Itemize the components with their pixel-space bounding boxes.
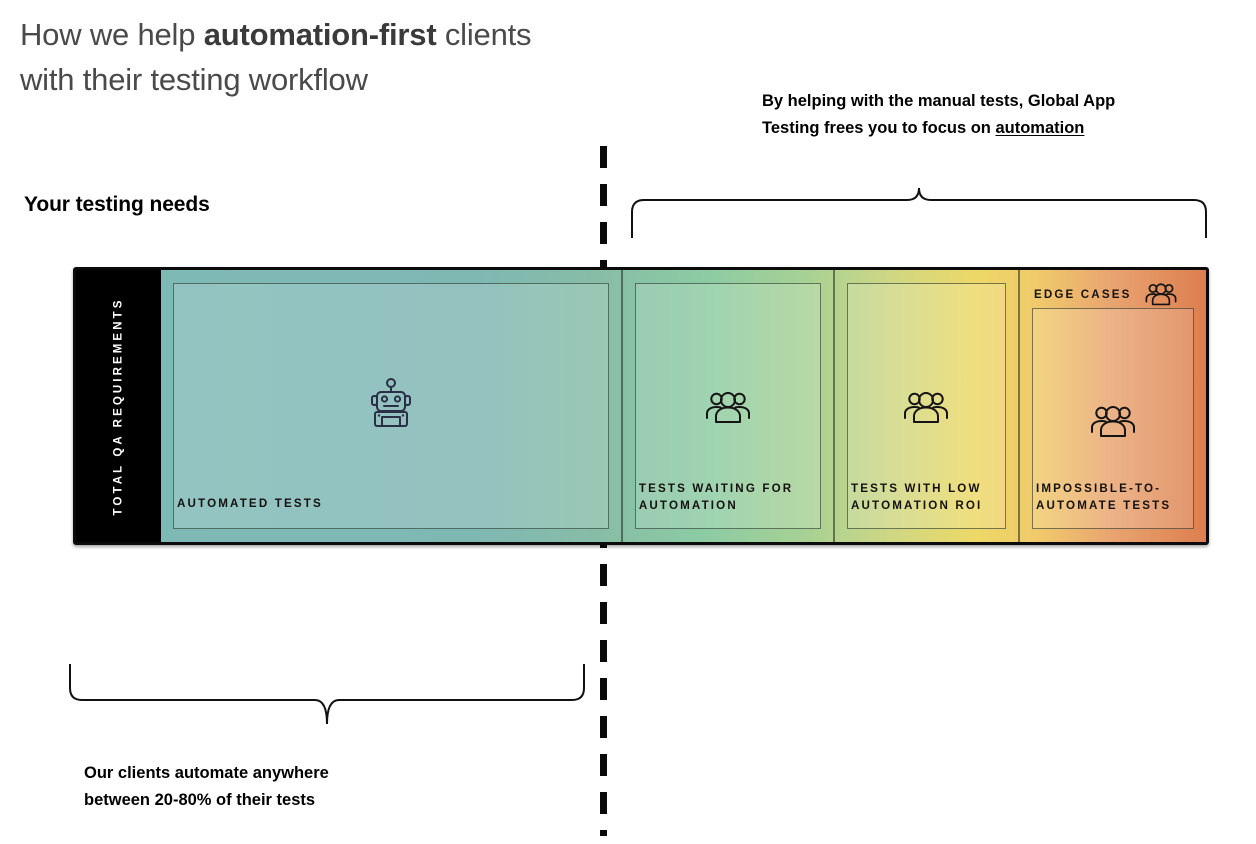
automation-link[interactable]: automation bbox=[995, 119, 1085, 137]
panel-label-tests-waiting: TESTS WAITING FOR AUTOMATION bbox=[638, 482, 794, 512]
title-line-1: How we help automation-first clients bbox=[20, 17, 532, 52]
your-testing-needs-heading: Your testing needs bbox=[24, 193, 210, 216]
edge-cases-label: EDGE CASES bbox=[1033, 287, 1132, 301]
panel-inner-frame bbox=[173, 283, 609, 529]
total-qa-requirements-column: TOTAL QA REQUIREMENTS bbox=[76, 270, 161, 542]
title-emphasis: automation-first bbox=[203, 17, 437, 52]
top-note-line-1: By helping with the manual tests, Global… bbox=[762, 92, 1116, 110]
panel-label-impossible: IMPOSSIBLE-TO- AUTOMATE TESTS bbox=[1035, 482, 1172, 512]
top-note-line-2-pre: Testing frees you to focus on bbox=[762, 119, 996, 137]
bottom-note-line-1: Our clients automate anywhere bbox=[84, 764, 329, 782]
panel-label-automated-tests: AUTOMATED TESTS bbox=[177, 497, 323, 510]
page-title: How we help automation-first clients wit… bbox=[20, 12, 720, 102]
edge-cases-header: EDGE CASES bbox=[1034, 282, 1194, 306]
panel-tests-waiting-for-automation[interactable]: TESTS WAITING FOR AUTOMATION bbox=[623, 270, 835, 542]
title-text-post: clients bbox=[436, 17, 532, 52]
title-text-pre: How we help bbox=[20, 17, 204, 52]
title-line-2: with their testing workflow bbox=[20, 62, 368, 97]
bottom-curly-brace bbox=[69, 664, 585, 725]
panel-impossible-to-automate-tests[interactable]: EDGE CASES bbox=[1020, 270, 1206, 542]
top-right-annotation: By helping with the manual tests, Global… bbox=[762, 88, 1242, 142]
bottom-note-line-2: between 20-80% of their tests bbox=[84, 791, 316, 809]
top-curly-brace bbox=[631, 187, 1207, 238]
gradient-panel-strip: AUTOMATED TESTS TESTS WAITING FOR AUTOMA… bbox=[161, 270, 1206, 542]
bottom-left-annotation: Our clients automate anywhere between 20… bbox=[84, 760, 504, 814]
panel-tests-with-low-automation-roi[interactable]: TESTS WITH LOW AUTOMATION ROI bbox=[835, 270, 1020, 542]
people-group-icon bbox=[1145, 282, 1177, 306]
panel-label-low-roi: TESTS WITH LOW AUTOMATION ROI bbox=[851, 482, 983, 512]
total-qa-requirements-label: TOTAL QA REQUIREMENTS bbox=[112, 296, 125, 516]
panel-automated-tests[interactable]: AUTOMATED TESTS bbox=[161, 270, 623, 542]
qa-requirements-bar: TOTAL QA REQUIREMENTS bbox=[73, 267, 1209, 545]
